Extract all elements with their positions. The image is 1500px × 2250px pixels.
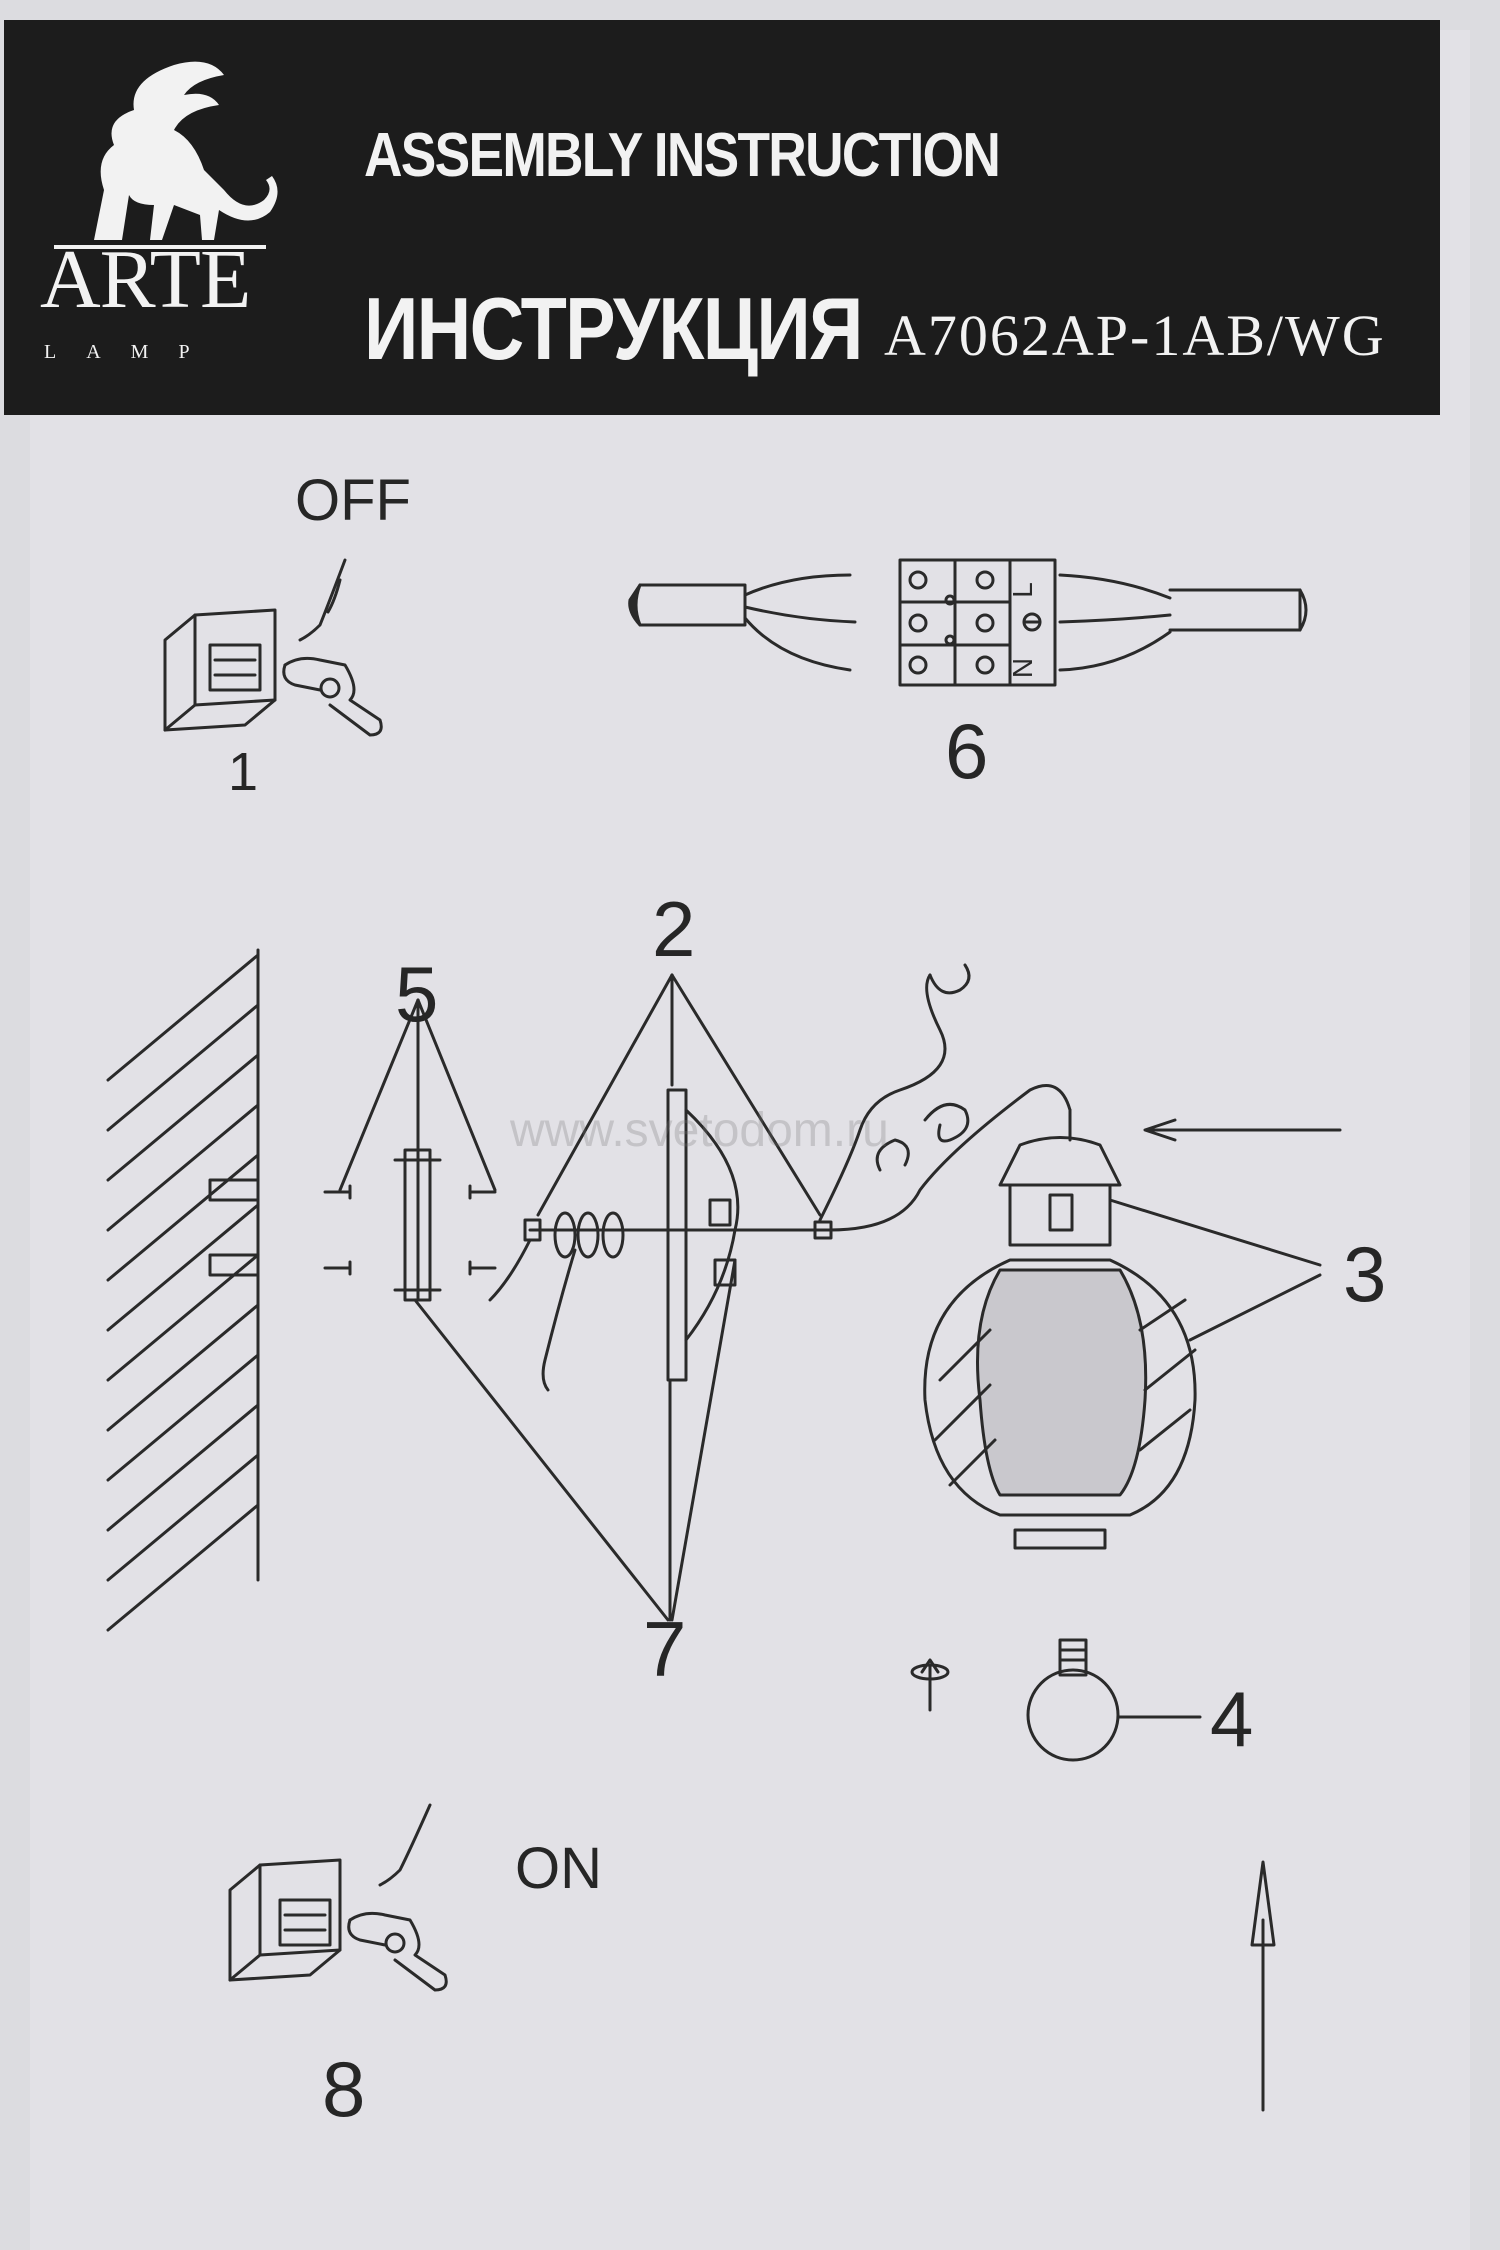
hand-on-icon: [347, 1803, 448, 1992]
wires-and-rod: [488, 1211, 802, 1392]
terminal-label-neutral: N: [1007, 658, 1038, 678]
step-4-label: 4: [1210, 1675, 1254, 1763]
arrow-icon: [1143, 1118, 1342, 2112]
decorative-arm: [798, 963, 1072, 1240]
wall-switch-icon: [163, 608, 277, 732]
off-label: OFF: [295, 468, 411, 533]
title-russian: ИНСТРУКЦИЯ: [364, 279, 863, 378]
mounting-bracket: [323, 998, 497, 1302]
model-number: A7062AP-1AB/WG: [884, 303, 1386, 368]
step-6-label: 6: [945, 707, 989, 795]
step-7-label: 7: [643, 1605, 687, 1693]
bulb-icon: [910, 1638, 1202, 1762]
hand-icon: [282, 558, 383, 737]
backplate: [413, 973, 822, 1622]
terminal-label-live: L: [1007, 582, 1038, 598]
griffin-logo-icon: [54, 61, 278, 249]
wall-switch-on-icon: [228, 1858, 342, 1982]
brand-subtitle: LAMP: [44, 341, 220, 363]
wall-hatch: [106, 948, 260, 1632]
watermark: www.svetodom.ru: [510, 1104, 889, 1157]
lamp-socket: [998, 1136, 1122, 1247]
step-5-label: 5: [395, 950, 439, 1038]
terminal-block-icon: [628, 558, 1308, 687]
step-3-label: 3: [1343, 1230, 1387, 1318]
header-bar: ARTE LAMP ASSEMBLY INSTRUCTION ИНСТРУКЦИ…: [4, 20, 1440, 415]
step-2-label: 2: [652, 885, 696, 973]
title-english: ASSEMBLY INSTRUCTION: [364, 121, 1001, 190]
brand-name: ARTE: [40, 233, 251, 326]
glass-shade: [923, 1198, 1322, 1550]
step-8-label: 8: [322, 2045, 366, 2133]
on-label: ON: [515, 1836, 602, 1901]
step-1-label: 1: [228, 742, 259, 802]
